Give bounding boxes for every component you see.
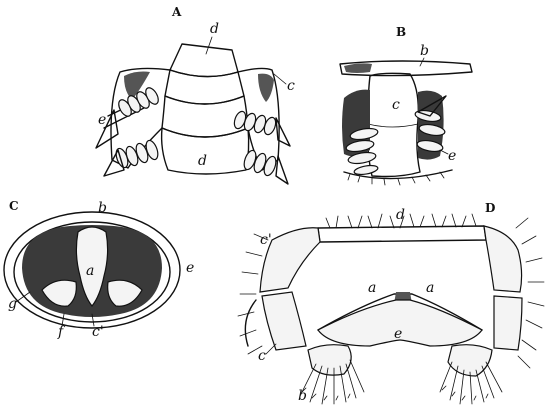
figure-a-dorsal-plate-low [162,96,248,137]
figure-d-dorsal-bar [318,226,486,242]
figure-a-right-shading [258,74,274,102]
figure-d-left-outline [245,300,256,346]
figure-d-left-plate-lower [262,292,306,350]
figure-c-label-g: g [8,296,17,312]
figure-b-dorsal-band-shade [344,63,372,73]
figure-b-label-e: e [448,148,456,164]
figure-d-label-e: e [394,326,402,342]
figure-d-left-bristles [238,234,268,354]
figure-a-leader-d-top [206,37,212,54]
figure-c-label-f: f [57,324,66,340]
figure-c-caption: C [9,199,19,213]
figure-c-label-c-prime: c' [92,324,104,340]
figure-a-label-d-bottom: d [198,153,207,169]
figure-c-label-b: b [98,200,107,216]
figure-d-label-a-left: a [368,280,376,296]
figure-c-label-a: a [86,263,94,279]
figure-a-label-e: e [98,112,106,128]
figure-d-label-a-right: a [426,280,434,296]
figure-d-label-c-prime: c' [260,232,272,248]
figure-d-caption: D [485,201,495,215]
figure-d-right-plate-upper [484,226,522,292]
figure-b-caption: B [396,25,406,39]
figure-d-right-plate-lower [494,296,522,350]
figure-d-label-c: c [258,348,266,364]
figure-a-right-setae-lower [242,149,288,184]
figure-d-right-bristles [516,218,544,368]
figure-c-label-e: e [186,260,194,276]
figure-d-label-b: b [298,388,307,404]
figure-d: D d a a e [238,201,544,404]
figure-d-label-d: d [396,207,405,223]
figure-a-right-setae-upper [232,110,290,146]
figure-a-label-d-top: d [210,21,219,37]
figure-b-leader-e [440,150,448,154]
figure-d-left-pad [308,345,351,375]
figure-a-dorsal-plate-top [170,44,238,77]
figure-a: A d d e c [96,5,295,184]
figure-d-leader-c [266,344,276,354]
figure-b-segment-line [368,124,418,127]
figure-c: C b a e g f c' [4,199,194,340]
figure-b-label-b: b [420,43,429,59]
figure-d-right-pad [448,345,492,376]
figure-a-caption: A [171,5,182,19]
figure-a-label-c: c [287,78,295,94]
figure-a-dorsal-plate-mid [165,70,244,104]
figure-b: B b c e [340,25,472,185]
figure-b-label-c: c [392,97,400,113]
